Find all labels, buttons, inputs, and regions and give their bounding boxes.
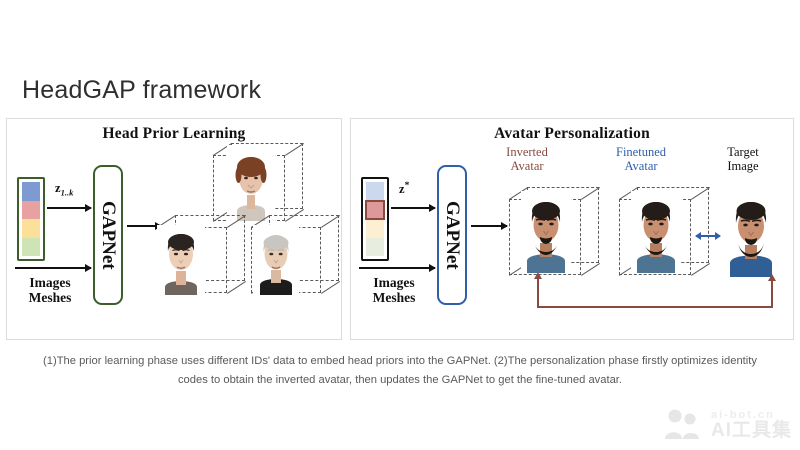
cube-edge-finetuned-4 [691,263,711,277]
watermark-logo-icon [663,408,703,442]
portrait-gray-hair [253,225,299,295]
page-title: HeadGAP framework [22,76,262,104]
output-subject-gray-hair [247,211,347,301]
column-label-finetuned-line2: Avatar [624,159,658,173]
arrow-inputs-to-network-personalization [359,267,435,269]
arrow-inputs-to-network-prior [15,267,91,269]
column-label-finetuned-avatar: Finetuned Avatar [595,145,687,173]
portrait-woman [227,145,275,221]
latent-segment-4 [366,237,384,256]
watermark: ai-bot.cn AI工具集 [663,408,792,442]
avatar-target-image [723,189,783,281]
column-label-inverted-line2: Avatar [510,159,544,173]
panel-head-prior-learning: Head Prior Learning z1..k Images Meshes [6,118,342,340]
face-svg-target-image [725,191,777,277]
latent-segment-3 [366,219,384,238]
latent-segment-1 [22,182,40,201]
feedback-arrow-right-stem [771,281,773,307]
column-label-target-line1: Target [727,145,759,159]
portrait-inverted-avatar [521,191,571,273]
latent-segment-3 [22,219,40,238]
input-label-images-prior: Images [29,275,71,290]
cube-edge-inverted-4 [581,263,601,277]
latent-segment-4 [22,237,40,256]
latent-segment-1 [366,182,384,201]
panel-avatar-personalization: Avatar Personalization z* Images Meshes … [350,118,794,340]
panel-title-avatar-personalization: Avatar Personalization [494,125,650,142]
comparison-double-arrow [696,235,720,237]
input-label-personalization: Images Meshes [357,275,431,305]
feedback-arrow-right-head [767,274,776,281]
input-label-meshes-personalization: Meshes [372,290,416,305]
latent-code-box-personalization[interactable] [361,177,389,261]
latent-segment-2 [22,200,40,219]
portrait-finetuned-avatar [631,191,681,273]
output-subject-woman [207,141,307,227]
column-label-inverted-line1: Inverted [506,145,548,159]
column-label-inverted-avatar: Inverted Avatar [481,145,573,173]
face-svg-inverted-avatar [521,191,571,273]
face-svg-gray-hair [253,225,299,295]
watermark-brand: AI工具集 [710,420,792,441]
network-gapnet-personalization-label: GAPNet [442,200,463,270]
latent-code-label-personalization: z* [399,181,410,197]
network-gapnet-personalization[interactable]: GAPNet [437,165,467,305]
input-label-images-personalization: Images [373,275,415,290]
column-label-finetuned-line1: Finetuned [616,145,666,159]
latent-code-label-prior: z1..k [55,181,74,198]
column-label-target-image: Target Image [703,145,783,173]
feedback-arrow-left-head [533,272,542,279]
feedback-arrow-left-stem [537,279,539,307]
cube-edge-gray-4 [321,281,341,295]
portrait-asian-man [157,225,205,295]
latent-code-box-prior[interactable] [17,177,45,261]
panel-title-head-prior-learning: Head Prior Learning [102,125,246,142]
cube-edge-man-4 [227,281,247,295]
portrait-target-image [725,191,777,277]
arrow-latent-to-network-personalization [391,207,435,209]
latent-segment-2-selected[interactable] [365,199,385,220]
watermark-text: ai-bot.cn AI工具集 [710,409,792,441]
avatar-finetuned [613,181,723,285]
network-gapnet-prior-label: GAPNet [98,200,119,270]
network-gapnet-prior[interactable]: GAPNet [93,165,123,305]
face-svg-woman [227,145,275,221]
figure-caption: (1)The prior learning phase uses differe… [43,355,757,386]
arrow-network-to-inverted-avatar [471,225,507,227]
input-label-prior: Images Meshes [13,275,87,305]
avatar-inverted [503,181,613,285]
input-label-meshes-prior: Meshes [28,290,72,305]
output-subject-asian-man [153,211,253,301]
watermark-domain: ai-bot.cn [710,409,775,421]
feedback-arrow-horizontal [537,306,773,308]
arrow-network-to-outputs-prior [127,225,161,227]
column-label-target-line2: Image [727,159,759,173]
arrow-latent-to-network-prior [47,207,91,209]
framework-diagram: Head Prior Learning z1..k Images Meshes [6,118,794,340]
face-svg-finetuned-avatar [631,191,681,273]
face-svg-asian-man [157,225,205,295]
